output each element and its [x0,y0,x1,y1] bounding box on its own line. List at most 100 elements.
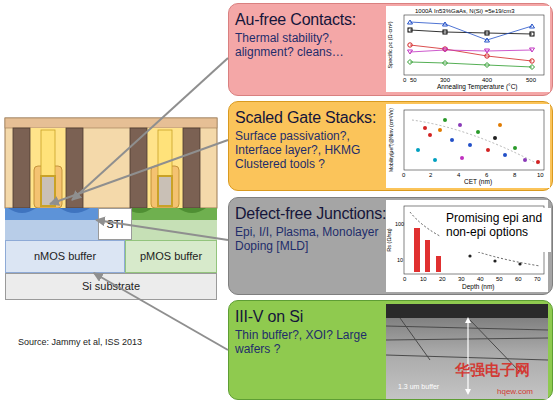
mobility-chart [513,146,517,150]
axis-label: Mobility(μeff)@Ninv (cm²/Vs) [389,108,394,172]
panel-body: Surface passivation?, Interface layer?, … [235,130,391,171]
tick-label: 0 [403,77,406,83]
mobility-chart [404,110,544,170]
watermark: 华强电子网 [455,362,530,377]
mobility-chart [486,148,490,152]
contact-chart [410,50,532,52]
junction-chart [518,262,521,265]
junction-chart [436,256,441,272]
tick-label: 20 [439,276,446,282]
leader-line [96,220,228,240]
nmos-channel [5,220,98,240]
mobility-chart [458,123,462,127]
contact-chart [530,59,534,63]
tick-label: 6 [485,172,488,178]
tick-label: 70 [534,276,541,282]
nmos-channel [60,208,90,213]
tick-label: 50 [410,77,417,83]
node-label: nMOS buffer [34,250,96,262]
dielectric-layer [5,118,217,128]
contact-chart [408,43,412,47]
pmos-channel [178,208,206,213]
svg-part [94,273,228,350]
junction-chart [404,206,544,274]
source-note: Source: Jammy et al, ISS 2013 [18,338,142,347]
junction-chart [448,248,451,251]
axis-label: Rs (Ω/sq) [387,228,393,251]
contact-chart [410,22,532,40]
mobility-chart [460,156,464,160]
junction-chart [425,240,430,272]
node-label: Promising epi and non-epi options [446,212,546,240]
dielectric-layer [5,118,217,208]
nmos-channel [8,208,36,213]
mobility-chart [503,153,507,157]
tick-label: 10 [397,258,403,264]
gate-stack [41,130,55,176]
mobility-chart [536,160,540,164]
nmos-channel [5,208,98,240]
tick-label: 8 [513,172,516,178]
contact-chart [443,30,447,34]
tick-label: 4 [457,172,460,178]
mobility-chart [412,120,540,165]
panel-body: Epi, I/I, Plasma, Monolayer Doping [MLD] [235,226,391,254]
junction-chart [386,200,548,292]
contact-chart [408,60,535,70]
scale-label: 1.3 um buffer [398,383,439,390]
mobility-chart [523,158,527,162]
tick-label: 500 [526,77,536,83]
contact-chart [386,6,550,92]
tick-label: 0 [403,276,406,282]
mobility-chart [428,133,432,137]
mobility-chart [493,136,497,140]
junction-chart [493,259,496,262]
tem-image [386,304,548,318]
tem-image [467,320,468,392]
mobility-chart [386,104,550,188]
dielectric-layer [5,118,217,208]
contact-chart [408,48,535,54]
contact-chart [410,45,532,61]
contact-chart [404,15,544,75]
nmos-channel [5,208,98,220]
tick-label: 30 [458,276,465,282]
gate-stack [158,130,172,176]
panel-heading: Au-free Contacts: [235,11,391,29]
node-label: pMOS buffer [140,250,202,262]
mobility-chart [386,104,550,188]
panel-heading: Scaled Gate Stacks: [235,109,391,127]
tem-image [386,304,548,399]
panel-body: Thin buffer?, XOI? Large wafers ? [235,329,391,357]
junction-chart [414,228,420,272]
tick-label: 100 [395,222,404,228]
panel-body: Thermal stability?, alignment? cleans… [235,32,391,60]
tick-label: 2 [429,172,432,178]
chart-note: 1000Å In53%GaAs, N(Si) =5e19/cm3 [415,8,515,14]
mobility-chart [443,118,447,122]
contact-chart [386,6,550,92]
tick-label: 60 [515,276,522,282]
axis-label: Annealing Temperature (°C) [437,84,518,91]
gate-stack [158,176,172,206]
gate-stack [41,176,55,206]
layer-band: pMOS buffer [125,240,217,273]
tem-image [386,304,548,399]
mobility-chart [438,128,442,132]
callout-note: Promising epi and non-epi options [441,208,551,252]
tem-image [465,317,471,395]
axis-label: CET (nm) [464,179,492,186]
leader-line [50,140,228,204]
leader-line [50,58,228,240]
pmos-channel [126,208,217,240]
mobility-chart [416,148,420,152]
mobility-chart [423,126,427,130]
contact-chart [408,28,412,32]
dielectric-layer [30,128,66,208]
watermark: hqew.com [497,388,533,396]
contact-chart [485,54,489,58]
contact-plug [183,128,200,208]
leader-line [72,58,228,200]
layer-band: Si substrate [5,273,217,300]
